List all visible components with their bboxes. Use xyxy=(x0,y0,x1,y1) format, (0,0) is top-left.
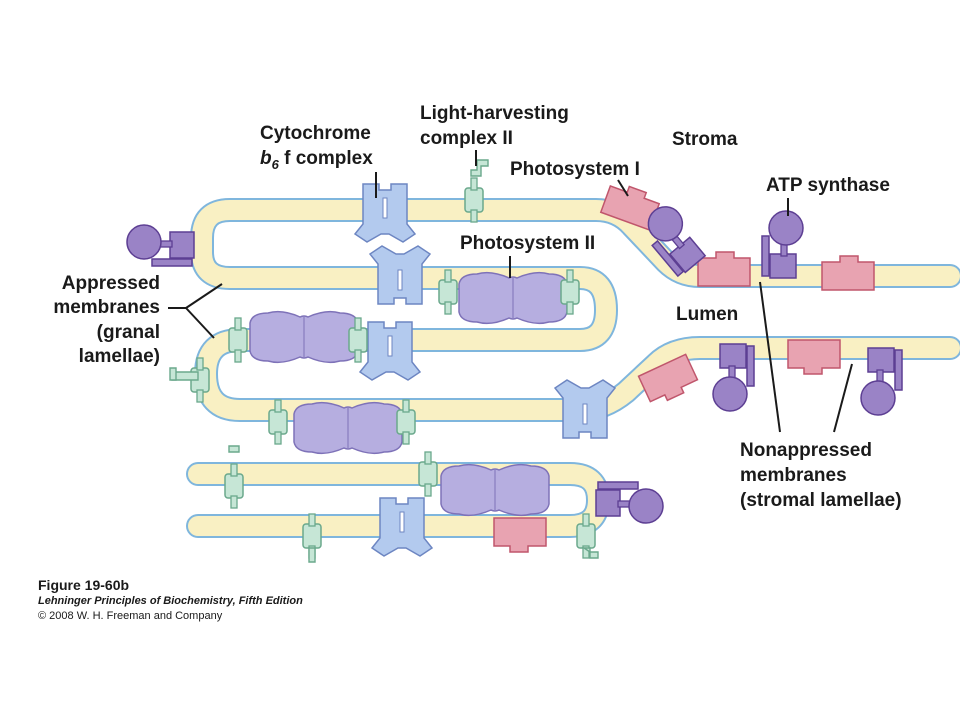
cytochrome-b6f-complex xyxy=(369,245,431,305)
nonappressed-label-line2: membranes xyxy=(740,465,847,486)
leader-lines xyxy=(168,150,853,433)
book-title: Lehninger Principles of Biochemistry, Fi… xyxy=(38,595,303,607)
cytochrome-label-line2: b6 f complex xyxy=(260,148,373,172)
atp-synthase-label: ATP synthase xyxy=(766,175,890,196)
copyright: © 2008 W. H. Freeman and Company xyxy=(38,610,223,622)
lumen-label: Lumen xyxy=(676,304,738,325)
cytochrome-b6f-complex xyxy=(359,321,421,381)
cytochrome-b6f-complex xyxy=(554,379,616,439)
appressed-label-line4: lamellae) xyxy=(79,346,160,367)
photosystem-i xyxy=(821,255,875,291)
lhc-label-line1: Light-harvesting xyxy=(420,103,569,124)
photosystem-i xyxy=(787,339,841,375)
stroma-label: Stroma xyxy=(672,129,738,150)
photosystem-ii xyxy=(249,310,359,364)
cytochrome-b6f-complex xyxy=(354,183,416,243)
cytochrome-label-line1: Cytochrome xyxy=(260,123,371,144)
photosystem-i xyxy=(493,517,547,553)
nonappressed-label-line1: Nonappressed xyxy=(740,440,872,461)
labels: Cytochrome b6 f complex Light-harvesting… xyxy=(53,103,901,511)
cytochrome-b6f-complex xyxy=(371,497,433,557)
lhc-label-line2: complex II xyxy=(420,128,513,149)
photosystem-ii xyxy=(293,401,403,455)
atp-synthase xyxy=(126,224,195,267)
nonappressed-label-line3: (stromal lamellae) xyxy=(740,490,902,511)
figure-caption: Figure 19-60b Lehninger Principles of Bi… xyxy=(38,576,303,624)
lhcii-stalks xyxy=(169,159,599,563)
photosystem-ii xyxy=(458,271,568,325)
photosystem-ii xyxy=(440,463,550,517)
appressed-label-line3: (granal xyxy=(97,322,160,343)
appressed-label-line2: membranes xyxy=(53,297,160,318)
appressed-label-line1: Appressed xyxy=(62,273,160,294)
photosystem-i xyxy=(697,251,751,287)
figure-number: Figure 19-60b xyxy=(38,577,130,593)
photosystem-ii-label: Photosystem II xyxy=(460,233,595,254)
photosystem-i-label: Photosystem I xyxy=(510,159,640,180)
